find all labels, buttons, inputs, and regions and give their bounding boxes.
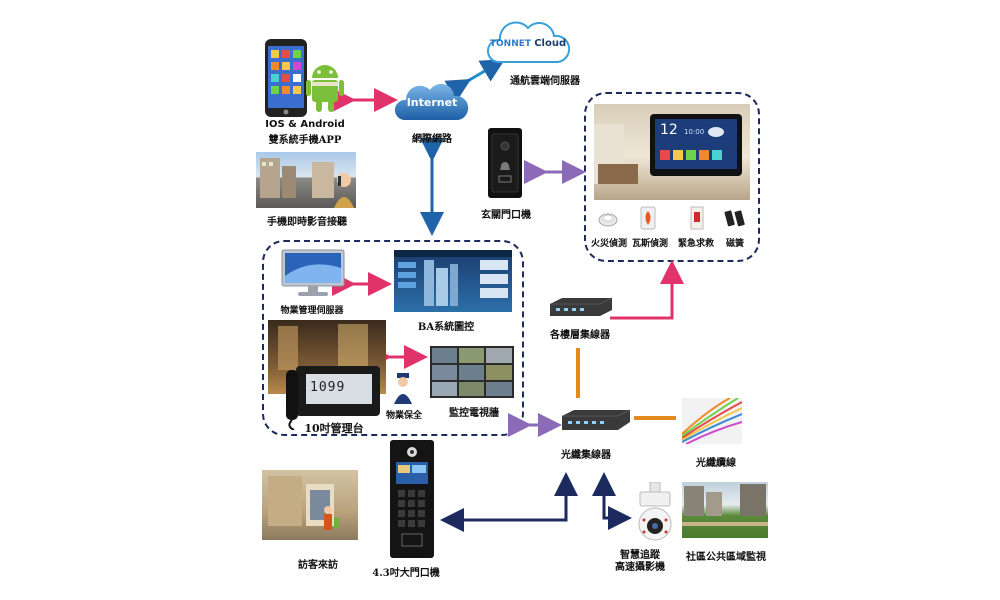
internet-word: Internet — [406, 96, 458, 109]
internet-label: 網際網路 — [412, 134, 452, 145]
ptz-label-line2: 高速攝影機 — [615, 562, 665, 573]
community-photo — [682, 482, 768, 538]
android-robot-icon — [306, 58, 344, 114]
fiber-cable-label: 光纖纜線 — [696, 458, 736, 469]
panel-time: 10:00 — [684, 128, 705, 136]
smoke-detector-icon — [598, 210, 618, 228]
arrow-internet-cloud — [444, 58, 506, 102]
security-guard-icon — [392, 372, 414, 404]
mobile-av-photo — [256, 152, 356, 208]
fiber-cable-image — [682, 398, 742, 444]
visitor-photo — [262, 470, 358, 540]
cctv-label: 監控電視牆 — [449, 408, 499, 419]
fiber-switch-device — [560, 408, 632, 432]
arrow-floor-home — [610, 260, 684, 320]
guard-label: 物業保全 — [385, 411, 423, 421]
cloud-word: Cloud — [534, 38, 567, 49]
floor-switch-device — [548, 296, 614, 318]
smartphone-icon — [264, 38, 308, 118]
arrow-fiber-lobby — [440, 478, 568, 532]
community-label: 社區公共區域監視 — [686, 552, 766, 563]
sos-button-icon — [690, 206, 704, 230]
door-station-device — [488, 128, 522, 198]
mobile-label-line1: IOS & Android — [265, 119, 345, 130]
visitor-label: 訪客來訪 — [298, 560, 338, 571]
console-label: 10吋管理台 — [304, 422, 364, 435]
console-screen-text: 1099 — [310, 380, 346, 395]
magnetic-reed-icon — [724, 208, 746, 228]
tonnet-brand: TONNET — [489, 39, 532, 49]
sensor-label-fire: 火災偵測 — [590, 239, 628, 249]
internet-cloud-icon: Internet — [394, 82, 470, 124]
handset-icon — [284, 368, 300, 430]
ptz-label-line1: 智慧追蹤 — [620, 550, 660, 561]
cctv-wall-screen — [430, 346, 514, 398]
server-label: 物業管理伺服器 — [280, 306, 344, 316]
management-group-box — [262, 240, 524, 436]
arrow-fiber-ptz — [602, 480, 632, 530]
server-monitor-icon — [280, 248, 346, 298]
sensor-label-gas: 瓦斯偵測 — [631, 239, 669, 249]
panel-clock: 12 — [660, 122, 678, 138]
console-device: 1099 — [296, 366, 380, 416]
ptz-camera-icon — [630, 482, 680, 542]
door-station-label: 玄關門口機 — [481, 210, 531, 221]
gas-detector-icon — [640, 206, 656, 230]
tonnet-cloud-icon: TONNET Cloud — [486, 20, 570, 66]
cloud-label: 通航雲端伺服器 — [510, 76, 580, 87]
mobile-label-line2: 雙系統手機APP — [268, 135, 342, 146]
home-panel-photo: 12 10:00 — [594, 104, 750, 200]
lobby-station-label: 4.3吋大門口機 — [372, 568, 440, 579]
mobile-av-label: 手機即時影音接聽 — [267, 217, 347, 228]
sensor-label-sos: 緊急求救 — [677, 239, 715, 249]
ba-label: BA系統圖控 — [417, 322, 475, 333]
floor-switch-label: 各樓層集線器 — [550, 330, 610, 341]
fiber-switch-label: 光纖集線器 — [561, 450, 611, 461]
lobby-door-station-device — [390, 440, 434, 558]
sensor-label-reed: 磁簧 — [725, 239, 745, 249]
ba-system-screen — [394, 250, 512, 312]
